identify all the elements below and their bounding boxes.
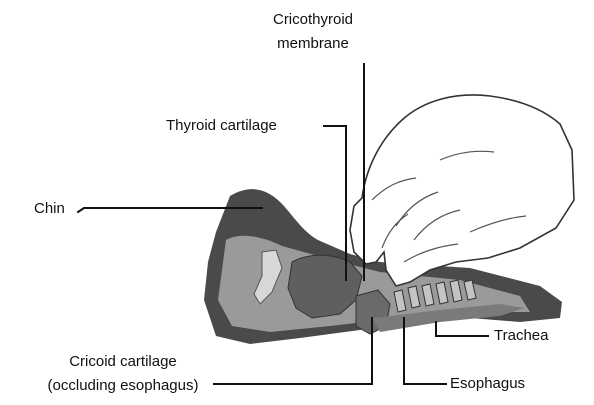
label-chin: Chin: [34, 199, 65, 219]
label-cricoid-cartilage: Cricoid cartilage (occluding esophagus): [30, 352, 216, 396]
label-thyroid-cartilage: Thyroid cartilage: [166, 116, 277, 136]
label-trachea: Trachea: [494, 326, 548, 346]
label-cricothyroid-membrane: Cricothyroid membrane: [258, 10, 368, 54]
label-cricoid-cartilage-line1: Cricoid cartilage: [30, 352, 216, 372]
label-cricothyroid-membrane-line2: membrane: [258, 34, 368, 54]
label-cricoid-cartilage-line2: (occluding esophagus): [30, 376, 216, 396]
label-cricothyroid-membrane-line1: Cricothyroid: [258, 10, 368, 30]
label-esophagus: Esophagus: [450, 374, 525, 394]
